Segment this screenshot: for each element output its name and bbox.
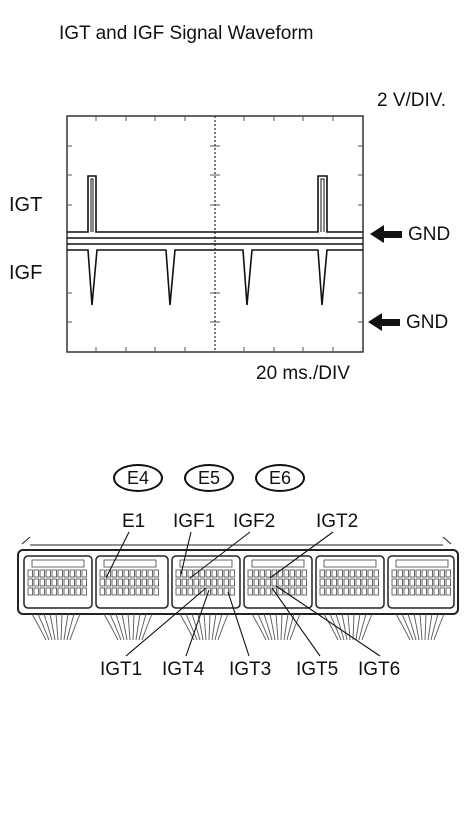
connector-badge-e5: E5 (184, 464, 234, 492)
pin-label-igf1: IGF1 (173, 511, 216, 532)
oscilloscope-screen (66, 115, 364, 353)
pin-label-igt6: IGT6 (358, 659, 401, 680)
gnd-label-upper: GND (408, 224, 451, 245)
page-title: IGT and IGF Signal Waveform (59, 23, 314, 44)
pin-label-igt4: IGT4 (162, 659, 205, 680)
connector-pin-grid (27, 559, 451, 596)
volt-division-label: 2 V/DIV. (377, 90, 447, 111)
connector-label-e6: E6 (268, 467, 292, 488)
connector-badge-e6: E6 (255, 464, 305, 492)
pin-label-igt2: IGT2 (316, 511, 359, 532)
pin-leader-lines (105, 531, 381, 657)
gnd-arrow-upper (370, 225, 402, 243)
gnd-arrow-lower (368, 313, 400, 331)
pin-label-igt3: IGT3 (229, 659, 272, 680)
connector-badge-e4: E4 (113, 464, 163, 492)
pin-label-igt5: IGT5 (296, 659, 339, 680)
connector-label-e4: E4 (126, 467, 150, 488)
ecu-connector-body (17, 536, 459, 615)
igt-waveform (67, 175, 363, 239)
igf-channel-label: IGF (9, 262, 43, 284)
igf-waveform (67, 243, 363, 306)
time-division-label: 20 ms./DIV (256, 363, 350, 384)
igt-channel-label: IGT (9, 194, 43, 216)
connector-label-e5: E5 (197, 467, 221, 488)
wire-harness (31, 613, 445, 641)
gnd-label-lower: GND (406, 312, 449, 333)
pin-label-e1: E1 (122, 511, 146, 532)
pin-label-igt1: IGT1 (100, 659, 143, 680)
pin-label-igf2: IGF2 (233, 511, 276, 532)
